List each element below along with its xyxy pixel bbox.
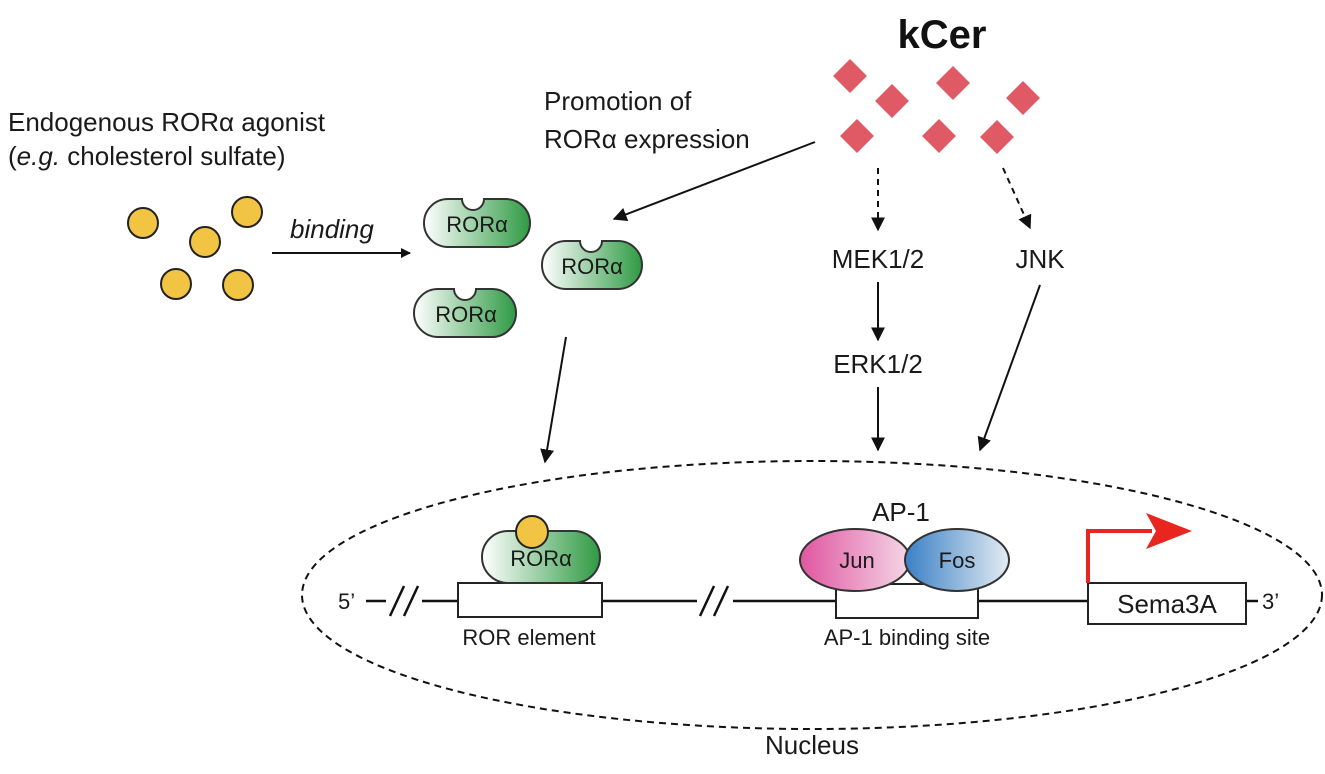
rora-label: RORα (561, 254, 623, 279)
jnk-to-ap1-arrow (977, 284, 1041, 452)
jnk-label: JNK (1015, 244, 1065, 274)
kcer-to-jnk-arrow (1002, 167, 1032, 230)
binding-label: binding (290, 214, 374, 244)
kcer-molecule (936, 66, 970, 100)
rora-protein-3: RORα (413, 288, 517, 338)
fos-protein: Fos (904, 528, 1010, 592)
rora-label: RORα (446, 212, 508, 237)
agonist-molecule (231, 196, 263, 228)
kcer-molecules (833, 59, 1040, 154)
sema3a-label: Sema3A (1117, 589, 1217, 619)
kcer-title: kCer (898, 13, 987, 57)
kcer-molecule (1006, 81, 1040, 115)
agonist-label-line1: Endogenous RORα agonist (8, 107, 326, 137)
rora-bound: RORα (481, 515, 601, 584)
dna-break-2 (697, 585, 733, 617)
erk-label: ERK1/2 (833, 349, 923, 379)
agonist-molecule (160, 268, 192, 300)
dna-break-1 (386, 585, 422, 617)
ap1-label: AP-1 (872, 497, 930, 527)
agonist-label-line2: (e.g. cholesterol sulfate) (8, 141, 286, 171)
agonist-molecule (222, 269, 254, 301)
ror-element-label: ROR element (462, 625, 595, 650)
promotion-arrow (612, 141, 816, 222)
kcer-molecule (840, 119, 874, 153)
jun-protein: Jun (799, 528, 911, 592)
ap1-binding-site-label: AP-1 binding site (824, 625, 990, 650)
agonist-molecules (127, 196, 263, 301)
kcer-molecule (922, 119, 956, 153)
rora-label: RORα (510, 546, 572, 571)
agonist-molecule (189, 226, 221, 258)
nucleus-boundary (301, 460, 1323, 730)
ror-element-box (457, 582, 603, 618)
nucleus-label: Nucleus (765, 730, 859, 760)
fos-label: Fos (939, 548, 976, 573)
kcer-molecule (875, 84, 909, 118)
rora-label: RORα (435, 302, 497, 327)
jun-label: Jun (839, 548, 874, 573)
sema3a-gene-box (1087, 582, 1247, 625)
five-prime-label: 5’ (338, 589, 355, 614)
mek-label: MEK1/2 (832, 244, 925, 274)
three-prime-label: 3’ (1262, 589, 1279, 614)
promotion-label-line1: Promotion of (544, 86, 692, 116)
promotion-label-line2: RORα expression (544, 124, 750, 154)
rora-protein-1: RORα (423, 198, 531, 248)
kcer-molecule (980, 120, 1014, 154)
bound-agonist (515, 515, 549, 549)
kcer-molecule (833, 59, 867, 93)
agonist-molecule (127, 207, 159, 239)
transcription-start-arrow (1086, 513, 1192, 583)
rora-to-nucleus-arrow (540, 336, 567, 464)
rora-protein-2: RORα (541, 240, 643, 290)
